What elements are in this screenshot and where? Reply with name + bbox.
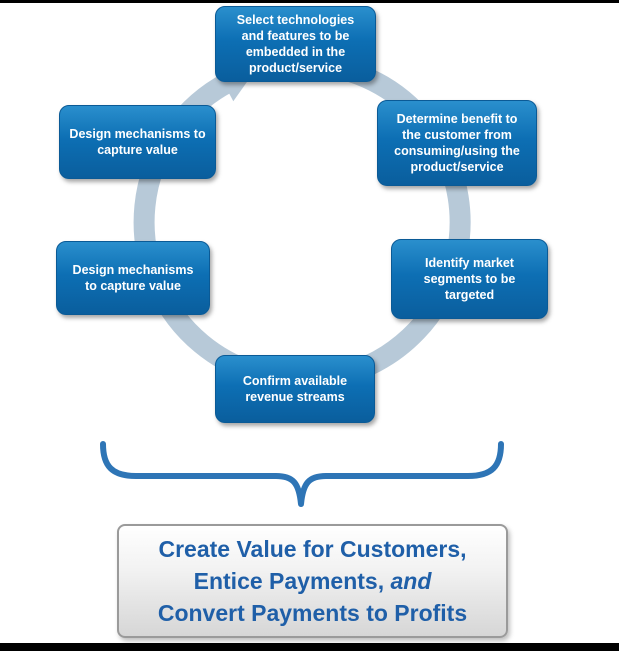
top-border <box>0 0 619 3</box>
summary-line-1: Create Value for Customers, <box>158 535 467 562</box>
summary-line-3: Convert Payments to Profits <box>157 600 468 627</box>
step-label: Select technologies and features to be e… <box>236 12 355 76</box>
summary-line-2-italic: and <box>390 567 432 594</box>
step-label: Design mechanisms to capture value <box>69 126 206 157</box>
step-box-confirm-revenue: Confirm available revenue streams <box>215 355 375 423</box>
step-box-identify-segments: Identify market segments to be targeted <box>391 239 548 319</box>
step-box-select-technologies: Select technologies and features to be e… <box>215 6 376 82</box>
step-box-design-mechanisms-upper: Design mechanisms to capture value <box>59 105 216 179</box>
step-box-design-mechanisms-lower: Design mechanisms to capture value <box>56 241 210 315</box>
summary-line-2: Entice Payments, and <box>193 567 432 594</box>
step-box-determine-benefit: Determine benefit to the customer from c… <box>377 100 537 186</box>
summary-box: Create Value for Customers, Entice Payme… <box>117 524 508 638</box>
step-label: Identify market segments to be targeted <box>423 255 516 303</box>
step-label: Confirm available revenue streams <box>242 373 348 404</box>
bottom-border <box>0 643 619 651</box>
step-label: Determine benefit to the customer from c… <box>394 111 520 175</box>
step-label: Design mechanisms to capture value <box>72 262 194 293</box>
summary-brace <box>100 441 504 507</box>
